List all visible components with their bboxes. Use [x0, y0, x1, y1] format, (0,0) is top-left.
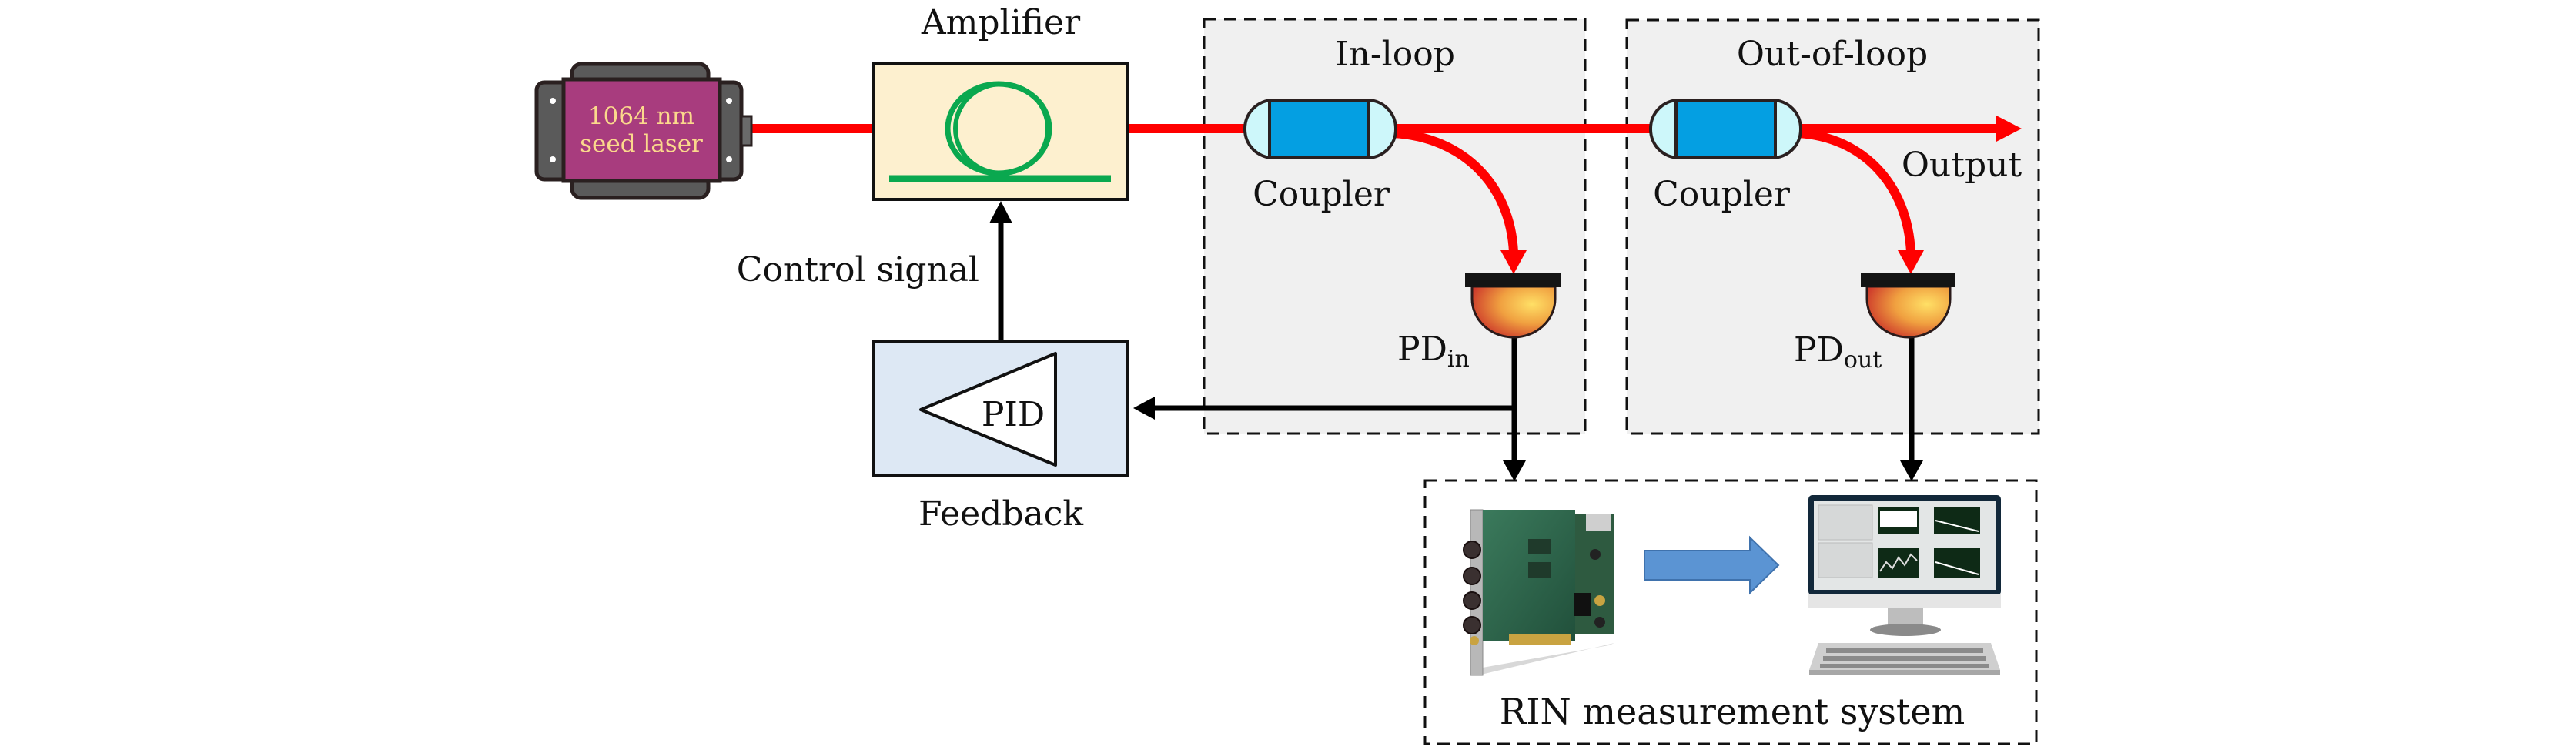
coupler-in-loop: Coupler: [1243, 99, 1397, 214]
coupler-out-of-loop-label: Coupler: [1653, 175, 1791, 214]
control-signal-arrow: Control signal: [737, 201, 1012, 342]
amplifier: Amplifier: [872, 3, 1129, 201]
pid-label: PID: [982, 395, 1045, 434]
seed-laser-line2: seed laser: [580, 130, 703, 158]
pd-out-label: PDout: [1794, 330, 1882, 373]
data-transfer-arrow: [1644, 535, 1780, 595]
beam-path: [747, 116, 2022, 274]
pd-in-label: PDin: [1397, 330, 1470, 373]
output-arrowhead: [1996, 116, 2022, 142]
pid-amplifier-icon: [919, 352, 1057, 467]
seed-laser-line1: 1064 nm: [588, 102, 694, 130]
out-of-loop-title: Out-of-loop: [1737, 35, 1928, 74]
out-of-loop-region: Out-of-loop: [1625, 18, 2040, 435]
amplifier-label: Amplifier: [921, 3, 1081, 42]
seed-laser: 1064 nm seed laser: [534, 62, 753, 200]
output-label: Output: [1902, 146, 2022, 185]
beam-tap-in-loop: [1393, 129, 1518, 253]
in-loop-title: In-loop: [1335, 35, 1455, 74]
feedback-pid-box: PID Feedback: [872, 340, 1129, 534]
software-panel: [1818, 504, 1980, 578]
tap-out-arrowhead: [1898, 250, 1924, 274]
tap-in-arrowhead: [1500, 250, 1527, 274]
computer-icon: [1808, 495, 2001, 675]
photodetector-in: PDin: [1397, 273, 1561, 373]
rin-system-label: RIN measurement system: [1500, 691, 1965, 732]
in-loop-region: In-loop: [1203, 18, 1587, 435]
coupler-out-of-loop: Coupler: [1649, 99, 1802, 214]
feedback-label: Feedback: [918, 494, 1083, 534]
pd-out-signal-line: [1900, 336, 1923, 481]
pd-in-signal-lines: [1133, 336, 1526, 481]
daq-card-image: [1463, 509, 1614, 676]
fiber-coil-icon: [889, 81, 1111, 182]
photodetector-out: PDout: [1794, 273, 1955, 373]
beam-tap-out-of-loop: [1798, 129, 1915, 253]
control-signal-label: Control signal: [737, 250, 979, 290]
coupler-in-loop-label: Coupler: [1253, 175, 1390, 214]
